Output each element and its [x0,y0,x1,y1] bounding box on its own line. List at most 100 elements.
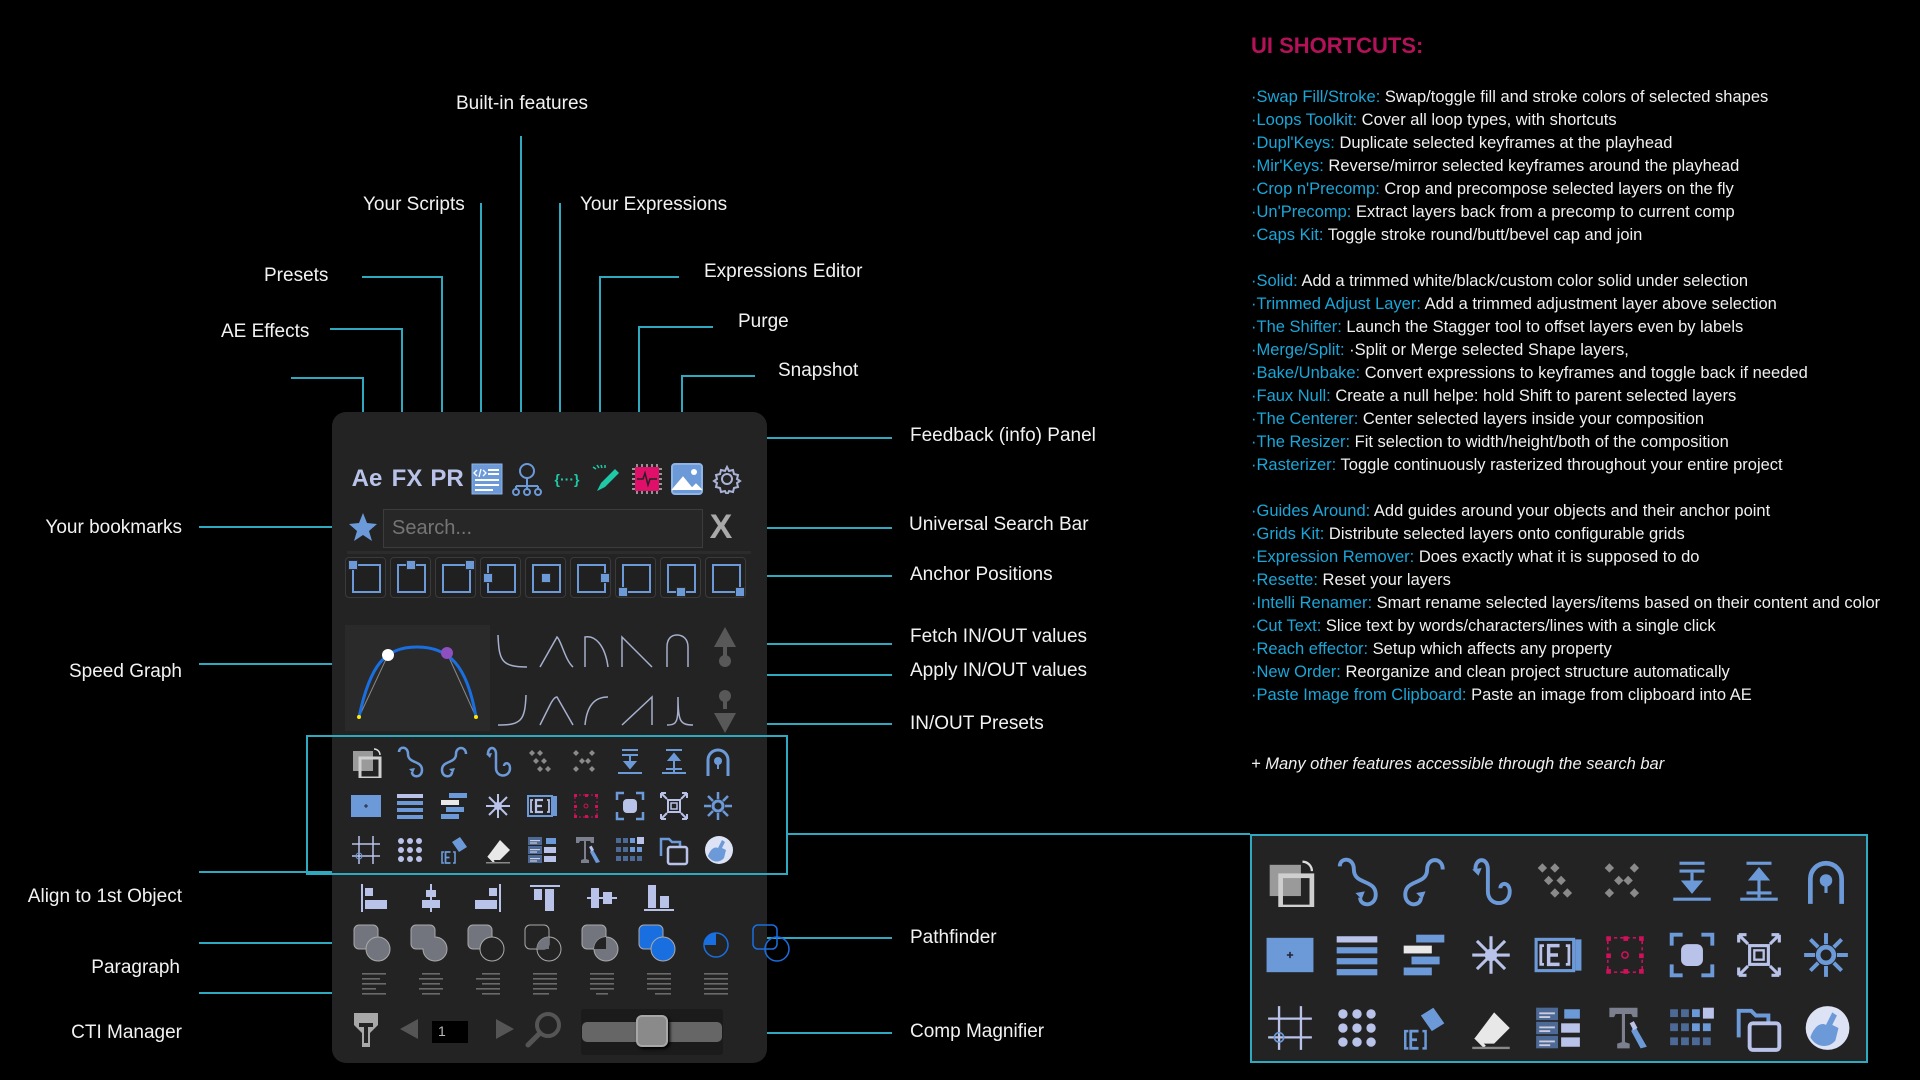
new-order-icon[interactable] [1725,991,1792,1064]
paragraph-justify-left-icon[interactable] [516,970,573,998]
intelli-renamer-icon[interactable] [520,828,564,872]
merge-split-icon[interactable] [1457,918,1524,991]
universal-search-input[interactable] [383,509,703,548]
rasterizer-icon[interactable] [696,784,740,828]
paste-image-icon[interactable] [696,828,740,872]
solid-icon[interactable] [1256,918,1323,991]
intelli-renamer-icon[interactable] [1524,991,1591,1064]
frame-input[interactable]: 1 [432,1020,468,1043]
shifter-icon[interactable] [432,784,476,828]
cti-pin-icon[interactable] [352,1011,380,1052]
adjustment-layer-icon[interactable] [1323,918,1390,991]
crop-precomp-icon[interactable] [1658,845,1725,918]
pathfinder-exclude-icon[interactable] [571,918,628,968]
solid-icon[interactable] [344,784,388,828]
caps-kit-icon[interactable] [1792,845,1859,918]
align-vcenter-icon[interactable] [573,880,630,916]
adjustment-layer-icon[interactable] [388,784,432,828]
resizer-icon[interactable] [1725,918,1792,991]
pathfinder-outline-icon[interactable] [742,918,799,968]
faux-null-icon[interactable] [564,784,608,828]
unprecomp-icon[interactable] [652,740,696,784]
loop-in-icon[interactable] [1323,845,1390,918]
guides-around-icon[interactable] [1256,991,1323,1064]
bake-unbake-icon[interactable] [520,784,564,828]
pathfinder-merge-icon[interactable] [628,918,685,968]
resette-icon[interactable] [476,828,520,872]
crop-precomp-icon[interactable] [608,740,652,784]
next-frame-button[interactable] [494,1017,516,1046]
fx-presets-button[interactable]: FX [391,465,423,492]
grids-kit-icon[interactable] [1323,991,1390,1064]
align-right-icon[interactable] [459,880,516,916]
centerer-icon[interactable] [1658,918,1725,991]
anchor-top-left-button[interactable] [345,557,386,598]
mirror-keys-icon[interactable] [564,740,608,784]
paragraph-align-right-icon[interactable] [459,970,516,998]
anchor-bottom-center-button[interactable] [660,557,701,598]
mirror-keys-icon[interactable] [1591,845,1658,918]
pathfinder-intersect-icon[interactable] [514,918,571,968]
expression-remover-icon[interactable] [1390,991,1457,1064]
cut-text-icon[interactable] [1591,991,1658,1064]
purge-icon[interactable] [627,462,667,496]
paragraph-justify-center-icon[interactable] [573,970,630,998]
ae-effects-button[interactable]: Ae [351,465,383,492]
expression-remover-icon[interactable] [432,828,476,872]
merge-split-icon[interactable] [476,784,520,828]
cut-text-icon[interactable] [564,828,608,872]
settings-icon[interactable] [707,462,747,496]
expressions-icon[interactable]: {···} [554,471,580,487]
centerer-icon[interactable] [608,784,652,828]
loop-cycle-icon[interactable] [1457,845,1524,918]
builtin-features-icon[interactable] [507,462,547,496]
anchor-bottom-left-button[interactable] [615,557,656,598]
magnifier-icon[interactable] [524,1009,564,1054]
loop-cycle-icon[interactable] [476,740,520,784]
align-hcenter-icon[interactable] [402,880,459,916]
swap-fill-stroke-icon[interactable] [1256,845,1323,918]
bookmarks-star-icon[interactable] [348,512,378,547]
new-order-icon[interactable] [652,828,696,872]
expressions-editor-icon[interactable] [587,462,627,496]
align-bottom-icon[interactable] [630,880,687,916]
align-left-icon[interactable] [345,880,402,916]
anchor-middle-right-button[interactable] [570,557,611,598]
shifter-icon[interactable] [1390,918,1457,991]
resette-icon[interactable] [1457,991,1524,1064]
duplicate-keys-icon[interactable] [520,740,564,784]
paragraph-justify-all-icon[interactable] [687,970,744,998]
scripts-icon[interactable] [467,462,507,496]
paragraph-align-left-icon[interactable] [345,970,402,998]
rasterizer-icon[interactable] [1792,918,1859,991]
caps-kit-icon[interactable] [696,740,740,784]
comp-magnifier-slider[interactable] [581,1009,723,1055]
anchor-top-center-button[interactable] [390,557,431,598]
anchor-center-button[interactable] [525,557,566,598]
anchor-middle-left-button[interactable] [480,557,521,598]
guides-around-icon[interactable] [344,828,388,872]
grids-kit-icon[interactable] [388,828,432,872]
bake-unbake-icon[interactable] [1524,918,1591,991]
clear-search-button[interactable]: X [709,508,733,546]
faux-null-icon[interactable] [1591,918,1658,991]
resizer-icon[interactable] [652,784,696,828]
loop-in-icon[interactable] [388,740,432,784]
reach-effector-icon[interactable] [1658,991,1725,1064]
loop-out-icon[interactable] [1390,845,1457,918]
pathfinder-unite-icon[interactable] [400,918,457,968]
duplicate-keys-icon[interactable] [1524,845,1591,918]
align-top-icon[interactable] [516,880,573,916]
pathfinder-crop-icon[interactable] [685,918,742,968]
previous-frame-button[interactable] [398,1017,420,1046]
slider-thumb[interactable] [636,1015,668,1047]
speed-graph[interactable] [345,625,490,731]
unprecomp-icon[interactable] [1725,845,1792,918]
swap-fill-stroke-icon[interactable] [344,740,388,784]
reach-effector-icon[interactable] [608,828,652,872]
paste-image-icon[interactable] [1792,991,1859,1064]
pathfinder-subtract-icon[interactable] [457,918,514,968]
paragraph-align-center-icon[interactable] [402,970,459,998]
pathfinder-unite-soft-icon[interactable] [343,918,400,968]
anchor-top-right-button[interactable] [435,557,476,598]
